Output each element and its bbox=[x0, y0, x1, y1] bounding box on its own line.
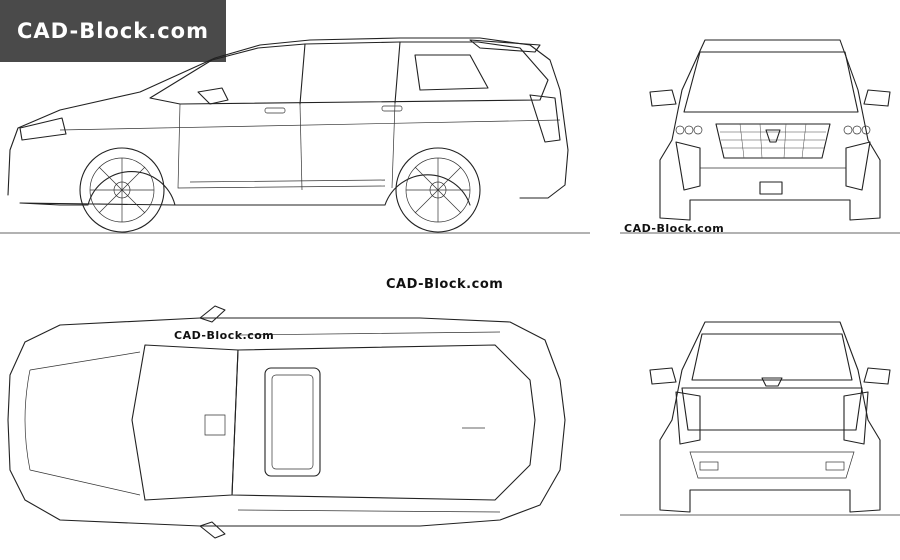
side-spoiler bbox=[469, 39, 541, 53]
top-hood-lines bbox=[24, 351, 141, 496]
front-windshield bbox=[683, 51, 859, 113]
top-windshield bbox=[131, 344, 239, 501]
side-door-seam-rear bbox=[391, 102, 396, 189]
side-mirror-icon bbox=[197, 87, 229, 105]
top-console-mark bbox=[204, 414, 226, 436]
rear-right-mirror-icon bbox=[863, 367, 891, 385]
side-front-wheel bbox=[79, 147, 165, 233]
side-a-pillar bbox=[299, 43, 306, 105]
side-rear-window bbox=[414, 54, 489, 91]
front-plate bbox=[759, 181, 783, 195]
rear-body-outline bbox=[659, 321, 881, 513]
front-emblem-icon bbox=[765, 129, 781, 143]
rear-left-mirror-icon bbox=[649, 367, 677, 385]
watermark-center: CAD-Block.com bbox=[386, 277, 504, 292]
rear-view-drawing bbox=[620, 321, 900, 516]
rear-emblem-icon bbox=[761, 377, 783, 387]
top-sunroof bbox=[264, 367, 321, 477]
side-view-drawing bbox=[0, 37, 590, 234]
side-headlight bbox=[19, 117, 67, 141]
side-rear-wheel bbox=[395, 147, 481, 233]
watermark-top-view: CAD-Block.com bbox=[174, 329, 275, 342]
front-grille-mesh bbox=[720, 123, 826, 159]
front-right-mirror-icon bbox=[863, 89, 891, 107]
side-window-line bbox=[149, 41, 549, 105]
top-view-drawing bbox=[7, 305, 566, 539]
side-taillight bbox=[529, 94, 561, 143]
side-front-spokes bbox=[90, 158, 154, 222]
rear-bumper bbox=[689, 451, 855, 479]
rear-tailgate bbox=[681, 387, 863, 431]
site-logo-text: CAD-Block.com bbox=[17, 19, 209, 43]
side-door-handle-front bbox=[264, 107, 286, 114]
side-character-line bbox=[59, 119, 561, 131]
top-right-mirror-icon bbox=[199, 521, 226, 539]
top-side-glass-lines bbox=[237, 331, 501, 513]
top-left-mirror-icon bbox=[199, 305, 226, 323]
side-door-seam-front bbox=[299, 103, 303, 191]
front-right-vertical-light bbox=[845, 141, 871, 191]
site-logo-badge[interactable]: CAD-Block.com bbox=[0, 0, 226, 62]
side-body-outline bbox=[7, 37, 569, 206]
side-b-pillar bbox=[394, 41, 401, 104]
top-roof bbox=[231, 344, 536, 501]
side-rear-spokes bbox=[406, 158, 470, 222]
side-door-handle-rear bbox=[381, 105, 403, 112]
front-body-outline bbox=[659, 39, 881, 221]
front-right-headlight bbox=[843, 125, 871, 135]
front-left-vertical-light bbox=[675, 141, 701, 191]
top-sunroof-glass bbox=[271, 374, 314, 470]
rear-right-taillight bbox=[843, 391, 869, 445]
side-sill-line bbox=[189, 179, 386, 183]
front-left-headlight bbox=[675, 125, 703, 135]
watermark-front-view: CAD-Block.com bbox=[624, 222, 725, 235]
rear-left-exhaust bbox=[699, 461, 719, 471]
top-body-outline bbox=[7, 317, 566, 527]
side-door-outline bbox=[177, 103, 386, 189]
rear-right-exhaust bbox=[825, 461, 845, 471]
front-grille bbox=[715, 123, 831, 159]
rear-left-taillight bbox=[675, 391, 701, 445]
front-left-mirror-icon bbox=[649, 89, 677, 107]
rear-window bbox=[691, 333, 853, 381]
front-view-drawing bbox=[620, 39, 900, 234]
